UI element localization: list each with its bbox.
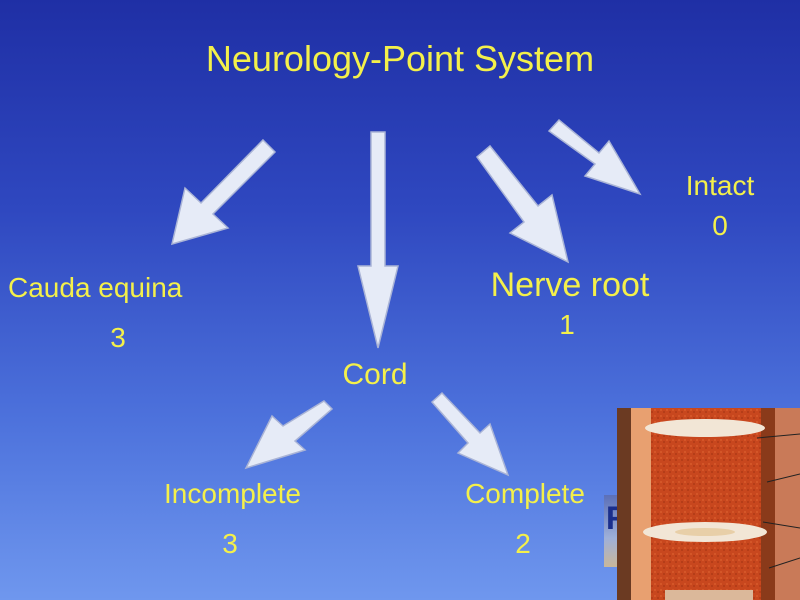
spine-section-photo (617, 408, 800, 600)
nerve-root-node: Nerve root (470, 265, 670, 305)
intact-score: 0 (712, 210, 728, 241)
nerve-root-label: Nerve root (490, 266, 650, 304)
nerve-root-score: 1 (559, 309, 575, 340)
arrow-to-nerve-root (475, 144, 570, 264)
intact-node: Intact 0 (660, 166, 780, 246)
incomplete-score: 3 (222, 528, 238, 559)
complete-score: 2 (515, 528, 531, 559)
complete-label: Complete (465, 478, 585, 509)
cord-label: Cord (342, 358, 408, 391)
arrow-to-incomplete (244, 400, 334, 470)
arrow-to-cauda-equina (170, 138, 277, 246)
slide-title: Neurology-Point System (205, 38, 595, 79)
incomplete-label: Incomplete (164, 478, 301, 509)
cauda-equina-label: Cauda equina (8, 272, 183, 303)
arrow-to-intact (547, 118, 642, 196)
spine-section-illustration (617, 408, 800, 600)
arrow-to-cord (357, 131, 399, 349)
intact-label: Intact (685, 170, 755, 201)
arrow-to-complete (430, 391, 510, 477)
cauda-equina-score: 3 (110, 322, 126, 353)
